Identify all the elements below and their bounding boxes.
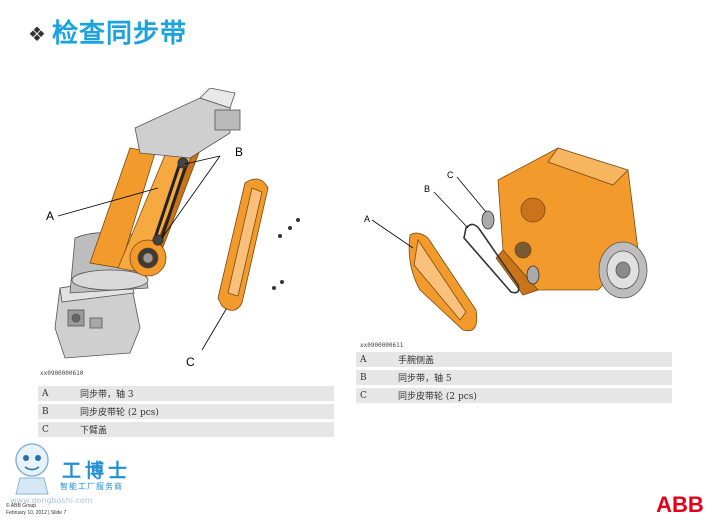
callout-label-c: C bbox=[186, 355, 195, 368]
legend-label: 同步皮带轮 (2 pcs) bbox=[392, 388, 672, 403]
legend-key: B bbox=[38, 404, 74, 419]
callout-line-c bbox=[456, 176, 487, 213]
callout-label-a: A bbox=[46, 209, 54, 223]
footer-copyright: © ABB Group February 10, 2012 | Slide 7 bbox=[6, 503, 66, 517]
date-slide-line: February 10, 2012 | Slide 7 bbox=[6, 510, 67, 516]
table-row: A 同步带，轴 3 bbox=[38, 386, 334, 401]
callout-line-b1 bbox=[184, 155, 221, 165]
legend-label: 下臂盖 bbox=[74, 422, 334, 437]
table-row: B 同步带，轴 5 bbox=[356, 370, 672, 385]
abb-logo-text: ABB bbox=[656, 492, 704, 516]
legend-key: A bbox=[38, 386, 74, 401]
timing-belt bbox=[463, 223, 520, 294]
upper-arm bbox=[134, 88, 241, 159]
right-legend-table: A 手腕侧盖 B 同步带，轴 5 C 同步皮带轮 (2 pcs) bbox=[356, 349, 672, 406]
diamond-bullet-icon: ❖ bbox=[28, 22, 46, 46]
page-title: 检查同步带 bbox=[51, 19, 187, 49]
right-wrist-figure: A B C bbox=[358, 140, 688, 340]
callout-line-b bbox=[433, 191, 469, 229]
legend-key: C bbox=[38, 422, 74, 437]
callout-line-a bbox=[371, 219, 414, 249]
callout-label-a: A bbox=[364, 214, 370, 224]
screws bbox=[272, 218, 300, 290]
lower-arm-cover bbox=[217, 178, 269, 311]
right-figure-ref: xx0900000611 bbox=[360, 342, 404, 349]
watermark-logo: 工博士 智能工厂服务商 www.gongboshi.com bbox=[10, 440, 190, 505]
legend-key: C bbox=[356, 388, 392, 403]
callout-label-c: C bbox=[447, 170, 454, 180]
abb-logo: ABB bbox=[656, 492, 704, 516]
callout-label-b: B bbox=[235, 145, 243, 159]
legend-label: 手腕侧盖 bbox=[392, 352, 672, 367]
legend-label: 同步带，轴 3 bbox=[74, 386, 334, 401]
callout-line-b2 bbox=[161, 155, 221, 239]
watermark-url: www.gongboshi.com bbox=[10, 496, 93, 505]
wrist-flange bbox=[598, 241, 648, 299]
arm-belt bbox=[152, 157, 189, 246]
callout-label-b: B bbox=[424, 184, 430, 194]
robot-arm-illustration: B A C bbox=[46, 88, 300, 368]
table-row: A 手腕侧盖 bbox=[356, 352, 672, 367]
wrist-side-cover bbox=[408, 232, 478, 332]
left-figure-ref: xx0900000610 bbox=[40, 370, 84, 377]
slide-title: ❖ 检查同步带 bbox=[28, 14, 187, 54]
legend-label: 同步皮带轮 (2 pcs) bbox=[74, 404, 334, 419]
legend-key: B bbox=[356, 370, 392, 385]
legend-label: 同步带，轴 5 bbox=[392, 370, 672, 385]
watermark-brand: 工博士 bbox=[62, 460, 132, 482]
callout-line-a bbox=[57, 187, 159, 217]
table-row: C 同步皮带轮 (2 pcs) bbox=[356, 388, 672, 403]
mascot-icon bbox=[15, 443, 49, 495]
callout-line-c bbox=[201, 305, 229, 351]
left-legend-table: A 同步带，轴 3 B 同步皮带轮 (2 pcs) C 下臂盖 bbox=[38, 383, 334, 440]
wrist-exploded-illustration: A B C bbox=[364, 147, 648, 332]
copyright-line: © ABB Group bbox=[6, 503, 37, 509]
table-row: C 下臂盖 bbox=[38, 422, 334, 437]
table-row: B 同步皮带轮 (2 pcs) bbox=[38, 404, 334, 419]
legend-key: A bbox=[356, 352, 392, 367]
watermark-tagline: 智能工厂服务商 bbox=[60, 482, 123, 491]
left-robot-figure: B A C bbox=[30, 88, 330, 368]
pulleys bbox=[481, 210, 540, 285]
